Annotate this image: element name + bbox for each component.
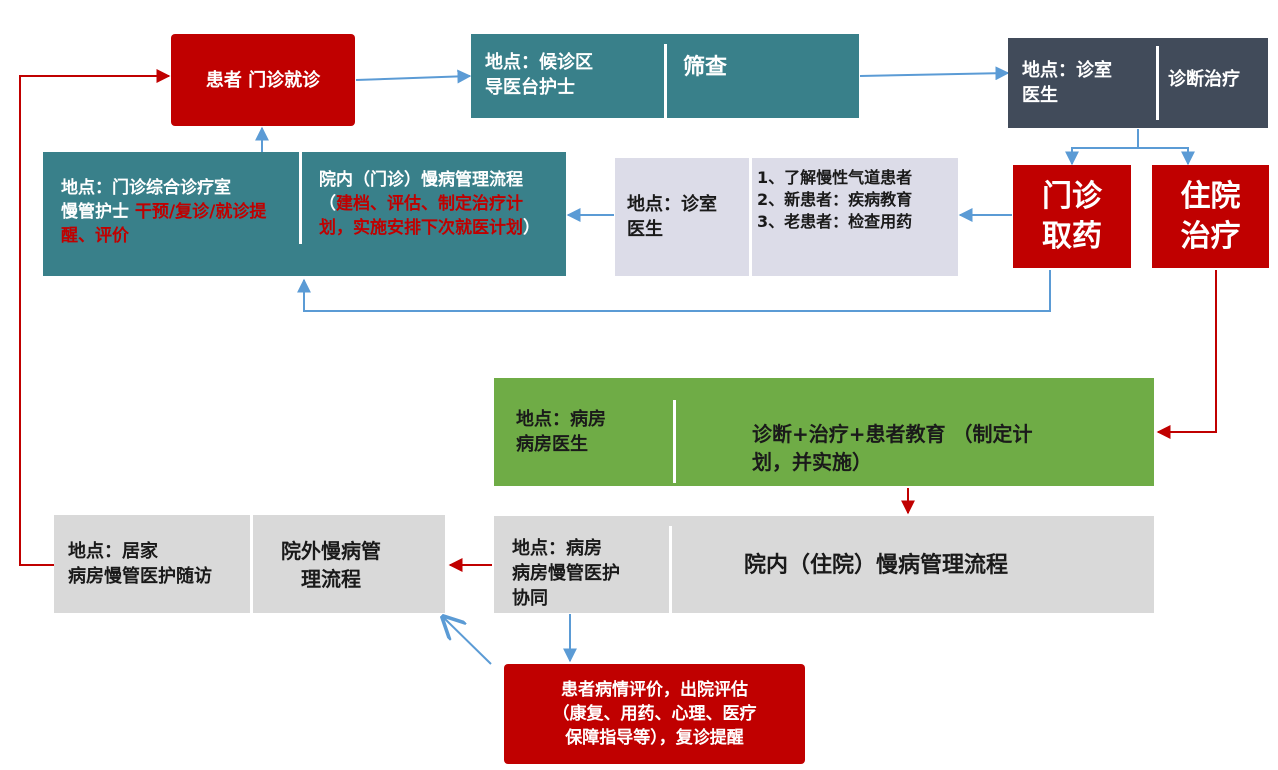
divider (749, 158, 752, 276)
clinic-doctor-item: 2、新患者：疾病教育 (757, 190, 913, 209)
divider (669, 526, 672, 613)
arrow-medicine-loop (297, 270, 1051, 312)
divider (299, 152, 302, 244)
arrow-diagnosis-to-hospital (1138, 147, 1195, 166)
screening-box: 地点：候诊区 导医台护士 筛查 (471, 34, 859, 118)
clinic-nurse-location-block: 地点：门诊综合诊疗室 慢管护士 干预/复诊/就诊提醒、评价 (61, 176, 293, 248)
clinic-nurse-process-title: 院内（门诊）慢病管理流程（ (319, 170, 523, 214)
home-box: 地点：居家 病房慢管医护随访 院外慢病管 理流程 (54, 515, 445, 613)
screening-action: 筛查 (683, 55, 728, 80)
discharge-box: 患者病情评价，出院评估 （康复、用药、心理、医疗 保障指导等），复诊提醒 (504, 664, 805, 764)
clinic-doctor-box: 地点：诊室 医生 1、了解慢性气道患者 2、新患者：疾病教育 3、老患者：检查用… (615, 158, 958, 276)
outpatient-medicine-label: 门诊 取药 (1042, 178, 1102, 254)
divider (664, 44, 667, 118)
clinic-doctor-location: 地点：诊室 医生 (627, 194, 717, 240)
arrow-home-to-patient (19, 69, 171, 566)
arrow-hospital-to-ward (1156, 270, 1217, 439)
arrow-patient-to-screening (355, 69, 472, 84)
divider (250, 515, 253, 613)
hospitalization-box: 住院 治疗 (1152, 165, 1269, 268)
clinic-nurse-highlight: 干预/复诊/就诊提醒、评价 (61, 202, 267, 246)
clinic-doctor-items: 1、了解慢性气道患者 2、新患者：疾病教育 3、老患者：检查用药 (757, 167, 955, 233)
diagnosis-box: 地点：诊室 医生 诊断治疗 (1008, 38, 1268, 128)
arrow-diagnosis-split (1065, 129, 1139, 166)
ward-doctor-action: 诊断+治疗+患者教育 （制定计划，并实施） (752, 422, 1033, 474)
discharge-label: 患者病情评价，出院评估 （康复、用药、心理、医疗 保障指导等），复诊提醒 (552, 680, 757, 748)
divider (1156, 46, 1159, 120)
clinic-nurse-process: 院内（门诊）慢病管理流程（建档、评估、制定治疗计划，实施安排下次就医计划） (319, 168, 555, 240)
ward-doctor-box: 地点：病房 病房医生 诊断+治疗+患者教育 （制定计划，并实施） (494, 378, 1154, 486)
clinic-doctor-item: 3、老患者：检查用药 (757, 212, 913, 231)
diagnosis-action: 诊断治疗 (1168, 69, 1240, 90)
arrow-discharge-to-home (443, 617, 492, 665)
home-action: 院外慢病管 理流程 (281, 539, 381, 591)
ward-nurse-box: 地点：病房 病房慢管医护 协同 院内（住院）慢病管理流程 (494, 516, 1154, 613)
arrow-screening-to-diagnosis (859, 66, 1010, 81)
ward-nurse-location: 地点：病房 病房慢管医护 协同 (512, 538, 620, 609)
divider (673, 400, 676, 483)
outpatient-medicine-box: 门诊 取药 (1013, 165, 1131, 268)
diagnosis-location: 地点：诊室 医生 (1022, 60, 1112, 106)
clinic-nurse-process-close: ） (523, 218, 540, 238)
patient-visit-box: 患者 门诊就诊 (171, 34, 355, 126)
patient-visit-label: 患者 门诊就诊 (205, 69, 321, 91)
home-location: 地点：居家 病房慢管医护随访 (68, 541, 212, 587)
ward-doctor-location: 地点：病房 病房医生 (516, 409, 606, 455)
ward-nurse-action: 院内（住院）慢病管理流程 (744, 553, 1009, 578)
clinic-nurse-box: 地点：门诊综合诊疗室 慢管护士 干预/复诊/就诊提醒、评价 院内（门诊）慢病管理… (43, 152, 566, 276)
clinic-nurse-location: 地点：门诊综合诊疗室 慢管护士 (61, 178, 231, 222)
hospitalization-label: 住院 治疗 (1180, 178, 1241, 254)
clinic-nurse-process-steps: 建档、评估、制定治疗计划，实施安排下次就医计划 (319, 194, 523, 238)
clinic-doctor-item: 1、了解慢性气道患者 (757, 168, 913, 187)
screening-location: 地点：候诊区 导医台护士 (485, 52, 593, 98)
